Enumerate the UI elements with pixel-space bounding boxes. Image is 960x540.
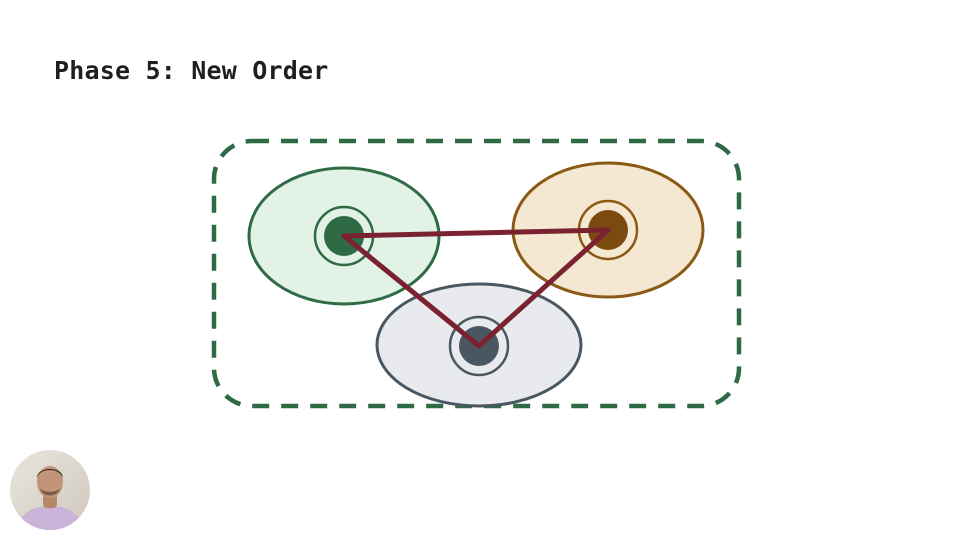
group-slate-ring bbox=[448, 315, 510, 377]
presenter-webcam bbox=[10, 450, 90, 530]
connection-gold-slate bbox=[476, 227, 611, 349]
slide-title: Phase 5: New Order bbox=[54, 56, 329, 85]
connection-green-gold bbox=[341, 227, 611, 239]
connection-green-slate bbox=[341, 233, 482, 349]
connections bbox=[341, 227, 611, 349]
presenter-avatar-icon bbox=[10, 450, 90, 530]
